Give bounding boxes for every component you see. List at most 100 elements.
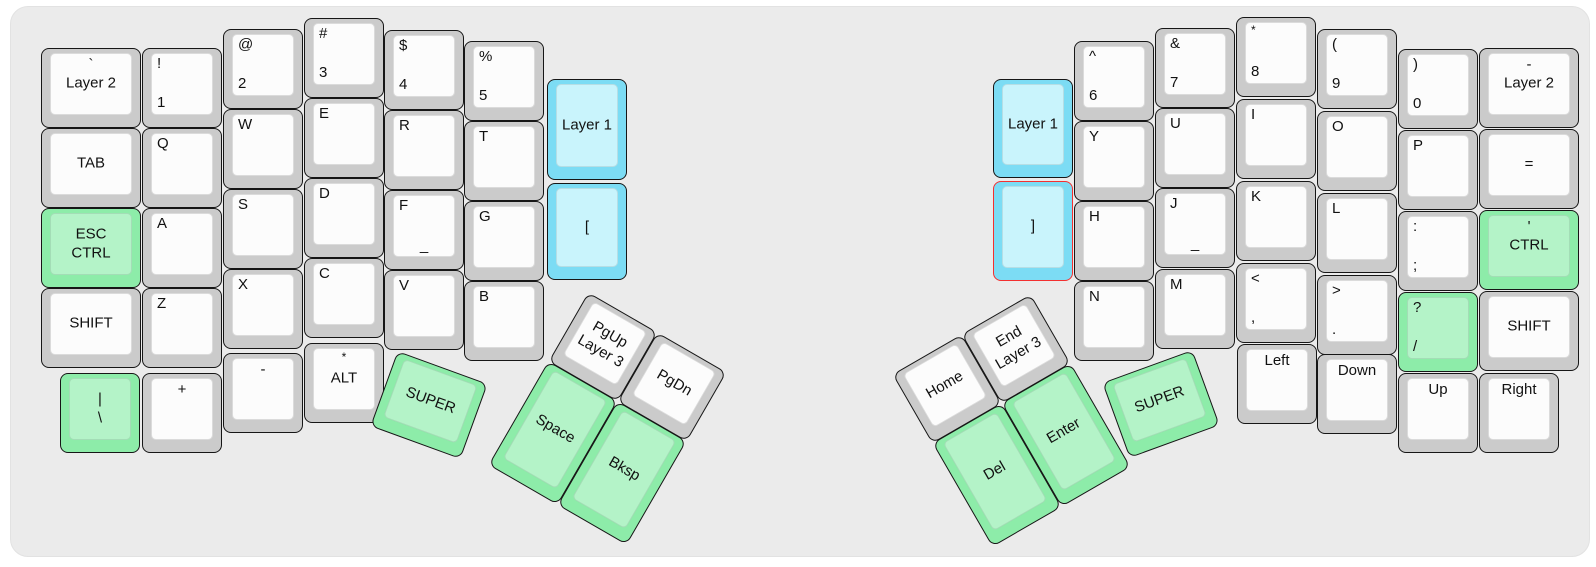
key-super-right-label: SUPER bbox=[1132, 382, 1187, 417]
key-equals[interactable]: = bbox=[1479, 129, 1579, 209]
key-tab-label: TAB bbox=[76, 154, 106, 172]
key-arrow-down-cap: Down bbox=[1326, 359, 1388, 421]
key-j[interactable]: J_ bbox=[1155, 188, 1235, 268]
key-layer1-left[interactable]: Layer 1 bbox=[547, 79, 627, 180]
key-shift-left[interactable]: SHIFT bbox=[41, 288, 141, 368]
key-arrow-down[interactable]: Down bbox=[1317, 354, 1397, 434]
key-6[interactable]: ^6 bbox=[1074, 41, 1154, 121]
key-tab[interactable]: TAB bbox=[41, 128, 141, 208]
key-x[interactable]: X bbox=[223, 269, 303, 349]
key-7-label: 7 bbox=[1170, 74, 1179, 92]
key-layer2-right-label: Layer 2 bbox=[1503, 74, 1555, 92]
key-s[interactable]: S bbox=[223, 189, 303, 269]
key-layer1-left-label: Layer 1 bbox=[561, 116, 613, 134]
key-layer2-right[interactable]: -Layer 2 bbox=[1479, 48, 1579, 128]
key-minus-left-cap: - bbox=[232, 358, 294, 420]
key-2[interactable]: @2 bbox=[223, 29, 303, 109]
key-alt[interactable]: *ALT bbox=[304, 343, 384, 423]
key-0[interactable]: )0 bbox=[1398, 49, 1478, 129]
key-pipe-backslash[interactable]: |\ bbox=[60, 373, 140, 453]
key-z[interactable]: Z bbox=[142, 288, 222, 368]
key-ctrl-right-label: ' bbox=[1527, 218, 1531, 235]
key-semicolon[interactable]: :; bbox=[1398, 211, 1478, 291]
key-4-label: 4 bbox=[399, 76, 408, 94]
key-arrow-right[interactable]: Right bbox=[1479, 373, 1559, 453]
key-arrow-up[interactable]: Up bbox=[1398, 373, 1478, 453]
key-shift-right[interactable]: SHIFT bbox=[1479, 291, 1579, 371]
key-7[interactable]: &7 bbox=[1155, 28, 1235, 108]
key-slash-label: ? bbox=[1413, 299, 1422, 316]
key-layer2-left[interactable]: `Layer 2 bbox=[41, 48, 141, 128]
key-a-label: A bbox=[157, 215, 168, 232]
key-arrow-up-cap: Up bbox=[1407, 378, 1469, 440]
key-super-right[interactable]: SUPER bbox=[1102, 349, 1220, 459]
key-u[interactable]: U bbox=[1155, 108, 1235, 188]
key-slash[interactable]: ?/ bbox=[1398, 292, 1478, 372]
key-alt-label: ALT bbox=[330, 369, 358, 387]
key-super-left[interactable]: SUPER bbox=[370, 350, 488, 460]
key-b[interactable]: B bbox=[464, 281, 544, 361]
key-q-label: Q bbox=[157, 135, 169, 152]
key-9-cap: (9 bbox=[1326, 34, 1388, 96]
key-e[interactable]: E bbox=[304, 98, 384, 178]
key-y[interactable]: Y bbox=[1074, 121, 1154, 201]
key-g[interactable]: G bbox=[464, 201, 544, 281]
key-layer1-right-cap: Layer 1 bbox=[1002, 84, 1064, 165]
key-o[interactable]: O bbox=[1317, 111, 1397, 191]
key-r[interactable]: R bbox=[384, 110, 464, 190]
key-arrow-left[interactable]: Left bbox=[1237, 344, 1317, 424]
key-a[interactable]: A bbox=[142, 208, 222, 288]
key-period[interactable]: >. bbox=[1317, 275, 1397, 355]
key-8[interactable]: *8 bbox=[1236, 17, 1316, 97]
key-9[interactable]: (9 bbox=[1317, 29, 1397, 109]
key-layer2-left-label: Layer 2 bbox=[65, 74, 117, 92]
key-minus-left[interactable]: - bbox=[223, 353, 303, 433]
key-arrow-up-label: Up bbox=[1428, 381, 1448, 398]
key-w[interactable]: W bbox=[223, 109, 303, 189]
key-z-label: Z bbox=[157, 295, 167, 312]
key-t[interactable]: T bbox=[464, 121, 544, 201]
key-1[interactable]: !1 bbox=[142, 48, 222, 128]
key-m[interactable]: M bbox=[1155, 269, 1235, 349]
key-h-label: H bbox=[1089, 208, 1100, 225]
key-q-cap: Q bbox=[151, 133, 213, 195]
key-layer1-right[interactable]: Layer 1 bbox=[993, 79, 1073, 178]
key-g-label: G bbox=[479, 208, 491, 225]
key-i[interactable]: I bbox=[1236, 99, 1316, 179]
key-ctrl-right[interactable]: 'CTRL bbox=[1479, 210, 1579, 290]
key-comma[interactable]: <, bbox=[1236, 263, 1316, 343]
key-plus[interactable]: + bbox=[142, 373, 222, 453]
key-q[interactable]: Q bbox=[142, 128, 222, 208]
key-slash-label: / bbox=[1413, 338, 1418, 356]
key-k[interactable]: K bbox=[1236, 181, 1316, 261]
key-x-label: X bbox=[238, 276, 249, 293]
key-equals-cap: = bbox=[1488, 134, 1570, 196]
key-v[interactable]: V bbox=[384, 270, 464, 350]
key-i-label: I bbox=[1251, 106, 1256, 123]
key-pipe-backslash-cap: |\ bbox=[69, 378, 131, 440]
key-d[interactable]: D bbox=[304, 178, 384, 258]
key-n[interactable]: N bbox=[1074, 281, 1154, 361]
key-enter-label: Enter bbox=[1043, 414, 1084, 448]
key-r-cap: R bbox=[393, 115, 455, 177]
key-i-cap: I bbox=[1245, 104, 1307, 166]
key-slash-cap: ?/ bbox=[1407, 297, 1469, 359]
key-5[interactable]: %5 bbox=[464, 41, 544, 121]
key-comma-label: , bbox=[1251, 309, 1256, 327]
key-super-left-label: SUPER bbox=[403, 383, 458, 418]
key-4[interactable]: $4 bbox=[384, 30, 464, 110]
key-alt-cap: *ALT bbox=[313, 348, 375, 410]
key-right-bracket[interactable]: ] bbox=[993, 181, 1073, 281]
key-h[interactable]: H bbox=[1074, 201, 1154, 281]
key-p[interactable]: P bbox=[1398, 130, 1478, 210]
key-left-bracket[interactable]: [ bbox=[547, 183, 627, 280]
key-period-label: . bbox=[1332, 321, 1337, 339]
key-arrow-down-label: Down bbox=[1337, 362, 1377, 379]
key-3[interactable]: #3 bbox=[304, 18, 384, 98]
key-1-label: 1 bbox=[157, 94, 166, 112]
key-c[interactable]: C bbox=[304, 258, 384, 338]
key-f[interactable]: F_ bbox=[384, 190, 464, 270]
key-l-cap: L bbox=[1326, 198, 1388, 260]
key-l[interactable]: L bbox=[1317, 193, 1397, 273]
